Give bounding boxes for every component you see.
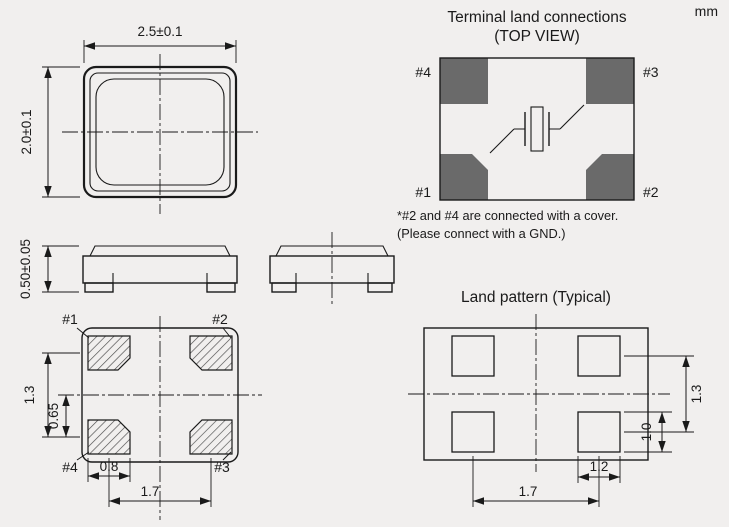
pad-1: [87, 335, 131, 371]
pad-1: [440, 154, 488, 200]
pin-label-2: #2: [643, 184, 659, 200]
cover-note-line2: (Please connect with a GND.): [397, 226, 566, 241]
dim-pitch-h-label: 1.7: [519, 484, 538, 499]
pin-label-1: #1: [415, 184, 431, 200]
pattern-outline: [423, 327, 649, 461]
crystal-symbol: [489, 104, 585, 154]
pad-profile-right: [206, 282, 236, 293]
pin-label-3: #3: [643, 64, 659, 80]
dim-offset-v-label: 0.65: [46, 403, 61, 429]
terminal-land-connections-view: Terminal land connections (TOP VIEW) #4 …: [397, 9, 659, 241]
body-profile: [82, 255, 238, 284]
pad-profile-right: [367, 282, 393, 293]
pad-4: [440, 58, 488, 104]
pad-4: [87, 419, 131, 455]
dim-pitch-v-label: 1.3: [689, 385, 704, 404]
side-view-side: [269, 232, 395, 304]
land-pad-bottom-right: [577, 411, 621, 453]
land-pattern-view: Land pattern (Typical) 1.3 1.0 1.2 1.7: [408, 289, 704, 507]
package-outline: [82, 65, 238, 199]
dim-pad-height-label: 1.0: [639, 423, 654, 442]
body-outline: [439, 57, 635, 201]
pad-profile-left: [84, 282, 114, 293]
crystal-plates: [524, 112, 550, 146]
pad-3: [189, 419, 233, 455]
extension-lines: [42, 352, 212, 507]
dim-pad-width-label: 0.8: [100, 459, 119, 474]
unit-label: mm: [695, 3, 718, 19]
terminal-land-title: Terminal land connections: [447, 9, 626, 26]
dim-pitch-v-label: 1.3: [22, 386, 37, 405]
crystal-leads: [489, 104, 585, 154]
land-pattern-title: Land pattern (Typical): [461, 289, 611, 306]
dim-width-label: 2.5±0.1: [138, 24, 183, 39]
castellation-edges: [112, 273, 208, 283]
dim-pitch-h-label: 1.7: [141, 484, 160, 499]
package-seam: [89, 72, 231, 192]
terminal-land-subtitle: (TOP VIEW): [494, 28, 580, 45]
lid-profile: [89, 245, 231, 257]
extension-lines: [472, 355, 694, 507]
cover-note-line1: *#2 and #4 are connected with a cover.: [397, 208, 618, 223]
pad-2: [189, 335, 233, 371]
pin-label-4: #4: [62, 459, 78, 475]
pad-profile-left: [271, 282, 297, 293]
body-profile: [269, 255, 395, 284]
pad-2: [586, 154, 634, 200]
dim-thickness-label: 0.50±0.05: [18, 239, 33, 299]
bottom-view: #1 #2 #4 #3 1.3 0.65 0.8 1.7: [22, 311, 262, 520]
package-outline: [81, 327, 239, 463]
package-top-view: 2.5±0.1 2.0±0.1: [19, 24, 258, 214]
pin-label-4: #4: [415, 64, 431, 80]
pin-label-2: #2: [212, 311, 228, 327]
land-pad-top-right: [577, 335, 621, 377]
side-view-front: 0.50±0.05: [18, 239, 238, 299]
package-lid: [95, 78, 225, 186]
land-pad-bottom-left: [451, 411, 495, 453]
castellation-edges: [295, 273, 369, 283]
pad-3: [586, 58, 634, 104]
dim-pad-width-label: 1.2: [590, 459, 609, 474]
dim-height-label: 2.0±0.1: [19, 110, 34, 155]
crystal-element: [530, 106, 544, 152]
extension-lines: [42, 40, 237, 198]
pin-label-1: #1: [62, 311, 78, 327]
pin-label-3: #3: [214, 459, 230, 475]
land-pad-top-left: [451, 335, 495, 377]
pin-leader-lines: [76, 327, 232, 461]
